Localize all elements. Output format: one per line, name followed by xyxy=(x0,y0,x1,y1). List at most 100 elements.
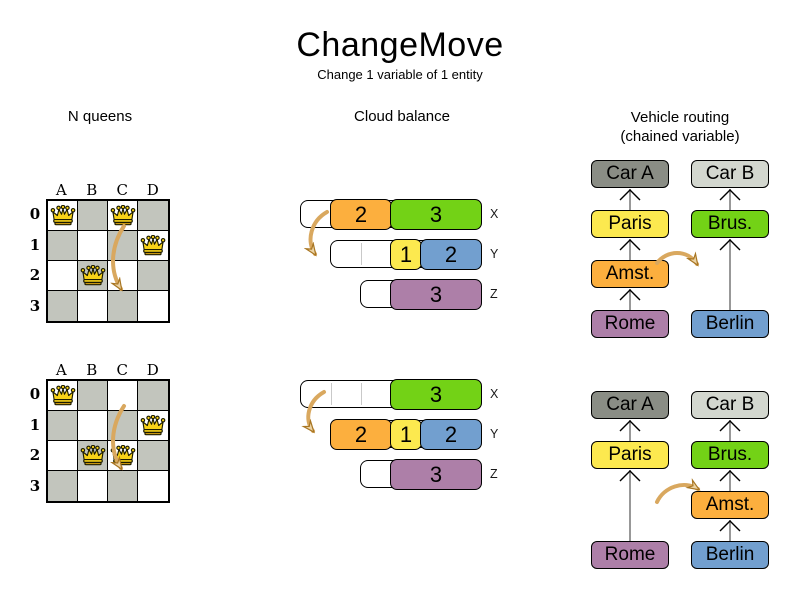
board-cell xyxy=(108,441,138,471)
vrp-box-car-b-before: Car B xyxy=(691,160,769,188)
board-cell xyxy=(138,291,168,321)
column-label: D xyxy=(146,361,159,379)
row-label: 1 xyxy=(29,415,41,434)
cloud-slot-divider xyxy=(361,383,362,405)
cloud-computer-row-x-after: 3 xyxy=(300,379,482,410)
board-cell xyxy=(138,411,168,441)
queen-icon xyxy=(50,385,75,406)
board-cell xyxy=(108,381,138,411)
cloud-process-block: 3 xyxy=(390,279,482,310)
row-label: 2 xyxy=(29,446,41,465)
queen-icon xyxy=(140,235,166,256)
vrp-chain-connectors xyxy=(619,420,741,541)
queen-icon xyxy=(80,265,105,286)
column-label: B xyxy=(86,361,98,379)
row-label: 2 xyxy=(29,266,41,285)
column-label: A xyxy=(55,181,67,199)
cloud-slot-divider xyxy=(361,243,362,265)
vrp-box-car-a-before: Car A xyxy=(591,160,669,188)
nqueens-board-after xyxy=(46,379,170,503)
cloud-process-block: 2 xyxy=(330,419,392,450)
queen-icon xyxy=(110,205,135,226)
computer-label-z: Z xyxy=(490,287,498,301)
column-label: D xyxy=(146,181,159,199)
queen-icon xyxy=(140,415,166,436)
cloud-process-block: 3 xyxy=(390,379,482,410)
cloud-slot-divider xyxy=(331,383,332,405)
cloud-process-block: 2 xyxy=(420,419,482,450)
computer-label-x: X xyxy=(490,387,499,401)
cloud-process-block: 3 xyxy=(390,459,482,490)
cloud-process-block: 3 xyxy=(390,199,482,230)
computer-label-z: Z xyxy=(490,467,498,481)
vrp-box-amst-before: Amst. xyxy=(591,260,669,288)
board-cell xyxy=(48,201,78,231)
computer-label-y: Y xyxy=(490,247,499,261)
section-header-vehicle-routing: Vehicle routing (chained variable) xyxy=(570,108,790,146)
cloud-process-block: 1 xyxy=(390,419,422,450)
vrp-box-paris-before: Paris xyxy=(591,210,669,238)
queen-icon xyxy=(50,205,75,226)
vrp-box-rome-after: Rome xyxy=(591,541,669,569)
board-cell xyxy=(108,411,138,441)
row-label: 1 xyxy=(29,235,41,254)
vrp-header-line1: Vehicle routing xyxy=(630,109,730,126)
computer-label-x: X xyxy=(490,207,499,221)
board-cell xyxy=(78,291,108,321)
board-cell xyxy=(48,261,78,291)
chain-arrowhead-icon xyxy=(719,520,741,532)
board-cell xyxy=(138,231,168,261)
cloud-process-block: 2 xyxy=(420,239,482,270)
page-title: ChangeMove xyxy=(296,26,504,64)
row-label: 0 xyxy=(29,385,41,404)
board-cell xyxy=(108,261,138,291)
board-cell xyxy=(108,201,138,231)
board-cell xyxy=(78,411,108,441)
cloud-process-block: 1 xyxy=(390,239,422,270)
board-cell xyxy=(78,441,108,471)
chain-arrowhead-icon xyxy=(619,189,641,201)
vrp-box-car-b-after: Car B xyxy=(691,391,769,419)
board-cell xyxy=(138,471,168,501)
board-cell xyxy=(48,471,78,501)
cloud-process-block: 2 xyxy=(330,199,392,230)
chain-arrowhead-icon xyxy=(719,470,741,482)
cloud-computer-row-z-after: 3 xyxy=(360,459,482,490)
queen-icon xyxy=(80,445,105,466)
board-cell xyxy=(138,381,168,411)
column-label: A xyxy=(55,361,67,379)
board-cell xyxy=(48,381,78,411)
vrp-box-berlin-before: Berlin xyxy=(691,310,769,338)
board-cell xyxy=(108,291,138,321)
board-cell xyxy=(48,231,78,261)
chain-arrowhead-icon xyxy=(619,289,641,301)
board-cell xyxy=(138,261,168,291)
vrp-box-rome-before: Rome xyxy=(591,310,669,338)
chain-arrowhead-icon xyxy=(619,420,641,432)
board-cell xyxy=(108,231,138,261)
computer-label-y: Y xyxy=(490,427,499,441)
vrp-header-line2: (chained variable) xyxy=(620,128,740,145)
cloud-computer-row-z-before: 3 xyxy=(360,279,482,310)
chain-arrowhead-icon xyxy=(619,239,641,251)
vrp-box-paris-after: Paris xyxy=(591,441,669,469)
section-header-cloud-balance: Cloud balance xyxy=(354,108,450,125)
board-cell xyxy=(138,201,168,231)
board-cell xyxy=(78,231,108,261)
board-cell xyxy=(138,441,168,471)
chain-arrowhead-icon xyxy=(719,189,741,201)
board-cell xyxy=(78,381,108,411)
queen-icon xyxy=(110,445,135,466)
section-header-nqueens: N queens xyxy=(67,108,133,125)
column-label: B xyxy=(86,181,98,199)
board-cell xyxy=(108,471,138,501)
vrp-box-brus-before: Brus. xyxy=(691,210,769,238)
